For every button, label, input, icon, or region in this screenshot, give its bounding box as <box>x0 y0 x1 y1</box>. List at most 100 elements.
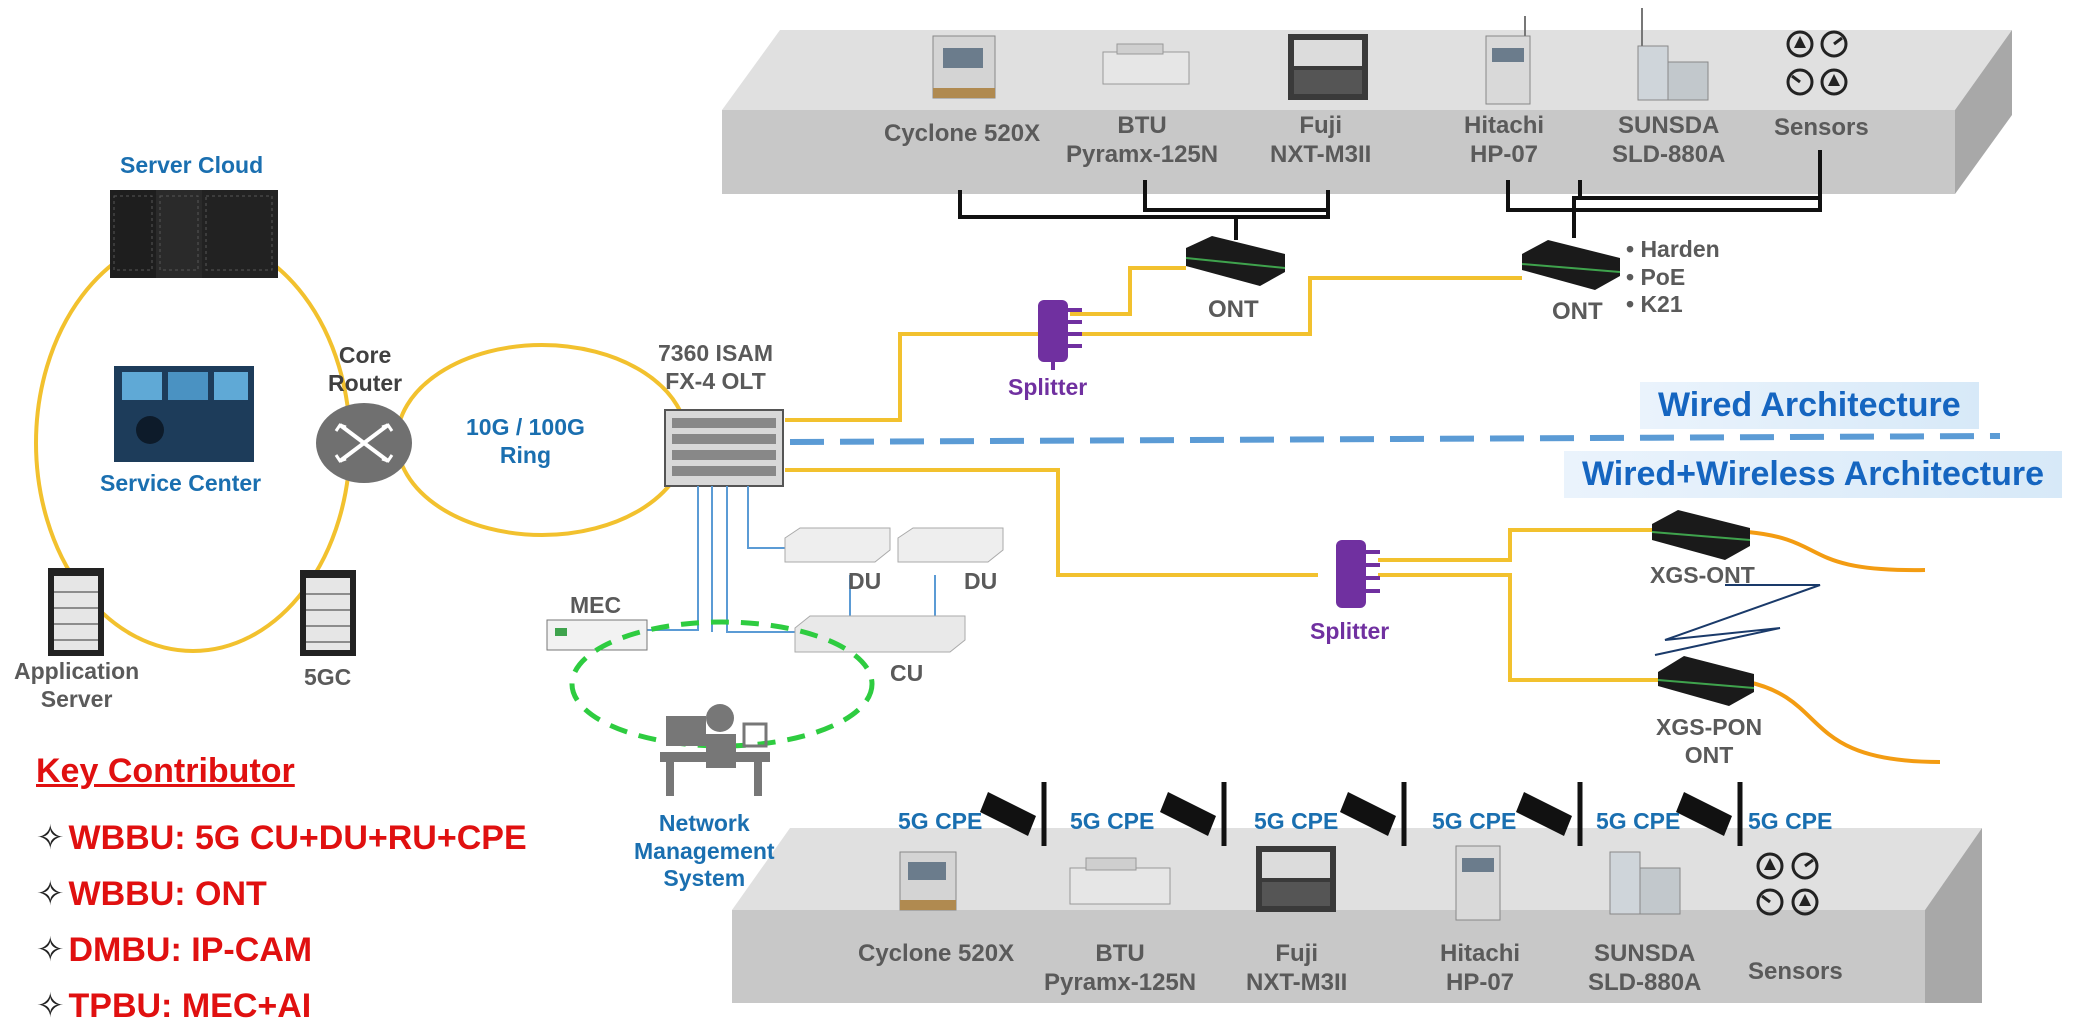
application-server-label-line2: Server <box>40 685 113 712</box>
core-router-icon <box>316 403 412 483</box>
key-contributor-item-4-text: TPBU: MEC+AI <box>68 987 312 1025</box>
bottom-splitter-icon <box>1336 540 1380 608</box>
bottom-machine-sensors-line1: Sensors <box>1748 958 1843 985</box>
star-bullet-icon: ✧ <box>36 931 65 969</box>
cpe-label-3: 5G CPE <box>1254 808 1339 834</box>
du-1-label: DU <box>848 568 882 594</box>
bottom-machine-btu-line1: BTU <box>1095 940 1145 967</box>
core-5gc-icon <box>300 570 356 656</box>
top-splitter-icon <box>1038 300 1082 370</box>
server-cloud-icon <box>110 190 278 278</box>
ring-label: 10G / 100G Ring <box>466 414 585 469</box>
wireless-signal-icon <box>1654 584 1821 656</box>
hitachi-inspector-icon-bottom <box>1455 845 1501 921</box>
mec-network-boundary <box>569 619 875 749</box>
camera-icon-4 <box>1516 782 1583 846</box>
wireless-links <box>1747 530 1941 764</box>
top-machine-hitachi-line1: Hitachi <box>1464 112 1545 139</box>
xgs-pon-ont-device <box>1657 656 1755 706</box>
key-contributor-item-2-text: WBBU: ONT <box>68 875 267 913</box>
sunsda-solder-icon-bottom <box>1609 851 1681 915</box>
xgs-ont-device <box>1651 510 1751 560</box>
architecture-diagram: Wired Architecture Wired+Wireless Archit… <box>14 8 2063 1025</box>
cyclone-machine-icon <box>932 35 996 99</box>
top-machine-btu-line1: BTU <box>1117 112 1167 139</box>
hitachi-inspector-icon <box>1485 16 1531 105</box>
star-bullet-icon: ✧ <box>36 875 65 913</box>
wired-splitter-label: Splitter <box>1008 374 1088 400</box>
sensors-icon-bottom <box>1756 852 1819 916</box>
top-machine-sensors-line1: Sensors <box>1774 114 1869 141</box>
cpe-label-2: 5G CPE <box>1070 808 1155 834</box>
nms-label: Network Management System <box>634 810 775 893</box>
camera-icon-3 <box>1340 782 1407 846</box>
sunsda-solder-icon <box>1637 8 1709 101</box>
wired-ont-1-label: ONT <box>1208 296 1259 323</box>
fiber-lines <box>785 266 1660 682</box>
key-contributor-item-1: ✧WBBU: 5G CU+DU+RU+CPE <box>36 818 527 858</box>
cu-label: CU <box>890 660 924 686</box>
btu-oven-icon-bottom <box>1069 857 1171 905</box>
ring-label-line1: 10G / 100G <box>466 414 585 440</box>
cpe-label-4: 5G CPE <box>1432 808 1517 834</box>
ont-feature-harden: • Harden <box>1626 236 1720 262</box>
nms-label-line2: Management <box>634 837 775 864</box>
olt-chassis-icon <box>664 409 784 487</box>
core-router-label-line2: Router <box>328 369 403 396</box>
core-router-label: Core Router <box>328 342 402 397</box>
cpe-label-1: 5G CPE <box>898 808 983 834</box>
wired-ont-2-label: ONT <box>1552 298 1603 325</box>
top-machine-fuji-line1: Fuji <box>1299 112 1342 139</box>
top-machine-hitachi-line2: HP-07 <box>1469 140 1539 168</box>
bottom-machine-btu-line2: Pyramx-125N <box>1044 968 1197 996</box>
key-contributor-title: Key Contributor <box>36 752 295 790</box>
wired-wireless-architecture-banner: Wired+Wireless Architecture <box>1564 451 2063 498</box>
ring-label-line2: Ring <box>499 441 552 468</box>
nms-label-line3: System <box>663 865 746 892</box>
bottom-machine-hitachi-line1: Hitachi <box>1440 940 1521 967</box>
xgs-ont-label: XGS-ONT <box>1650 562 1755 588</box>
top-machine-icons <box>932 8 1848 105</box>
bottom-machine-hitachi-line2: HP-07 <box>1445 968 1515 996</box>
bottom-cpe-cameras <box>980 782 1743 846</box>
mec-label: MEC <box>570 592 622 618</box>
cpe-label-5: 5G CPE <box>1596 808 1681 834</box>
server-cloud-label: Server Cloud <box>120 152 264 178</box>
top-machine-sunsda-line1: SUNSDA <box>1618 112 1720 139</box>
bottom-machine-label-sunsda: SUNSDA SLD-880A <box>1588 940 1701 998</box>
service-center-photo <box>114 366 254 462</box>
nms-label-line1: Network <box>658 810 750 836</box>
key-contributor-item-4: ✧TPBU: MEC+AI <box>36 986 311 1026</box>
top-machine-btu-line2: Pyramx-125N <box>1066 140 1219 168</box>
key-contributor-item-3: ✧DMBU: IP-CAM <box>36 930 312 970</box>
bottom-machine-label-cyclone: Cyclone 520X <box>858 940 1014 969</box>
top-machine-cyclone-line1: Cyclone 520X <box>884 120 1041 147</box>
top-machine-label-sunsda: SUNSDA SLD-880A <box>1612 112 1725 170</box>
sensors-icon <box>1786 30 1848 96</box>
bottom-machine-fuji-line2: NXT-M3II <box>1246 968 1348 996</box>
camera-icon-5 <box>1676 782 1743 846</box>
du-unit-2-icon <box>897 527 1004 563</box>
top-machine-label-fuji: Fuji NXT-M3II <box>1270 112 1371 170</box>
wired-ont-1-device <box>1185 236 1286 286</box>
xgs-pon-ont-label-line1: XGS-PON <box>1656 714 1763 740</box>
olt-feed-lines <box>645 486 936 633</box>
du-unit-1-icon <box>784 527 891 563</box>
top-device-bus-lines <box>958 150 1822 240</box>
top-machine-label-btu: BTU Pyramx-125N <box>1066 112 1218 170</box>
du-2-label: DU <box>964 568 998 594</box>
bottom-machine-fuji-line1: Fuji <box>1275 940 1318 967</box>
bottom-machine-label-btu: BTU Pyramx-125N <box>1044 940 1196 998</box>
service-center-label: Service Center <box>100 470 262 496</box>
xgs-pon-ont-label: XGS-PON ONT <box>1656 714 1762 769</box>
fuji-placer-icon-bottom <box>1256 846 1336 912</box>
key-contributor-item-1-text: WBBU: 5G CU+DU+RU+CPE <box>68 819 527 857</box>
ont-feature-k21: • K21 <box>1626 291 1683 318</box>
nms-desk-icon <box>660 704 770 796</box>
bottom-machine-icons <box>899 845 1819 921</box>
star-bullet-icon: ✧ <box>36 819 65 857</box>
ont-feature-poe: • PoE <box>1626 263 1686 290</box>
application-server-label-line1: Application <box>14 658 140 684</box>
wireless-splitter-label: Splitter <box>1310 618 1390 644</box>
core-5gc-label: 5GC <box>304 664 352 690</box>
